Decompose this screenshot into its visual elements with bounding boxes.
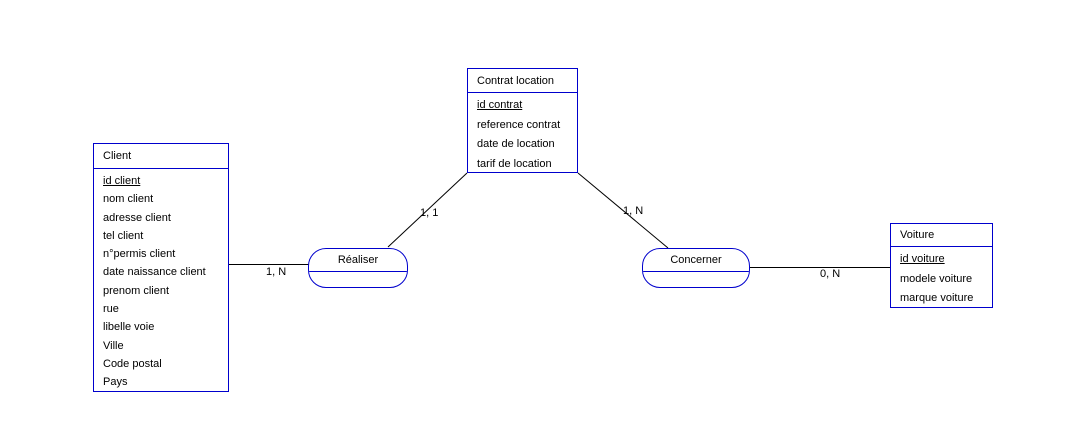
attribute-rue: rue [103, 303, 119, 316]
entity-voiture[interactable]: Voiture id voiture modele voiture marque… [890, 223, 993, 308]
attribute-libelle-voie: libelle voie [103, 321, 155, 334]
attribute-marque-voiture: marque voiture [900, 292, 974, 304]
cardinality-concerner-voiture: 0, N [820, 268, 841, 280]
attribute-ville: Ville [103, 339, 124, 352]
entity-voiture-title: Voiture [891, 224, 992, 247]
attribute-prenom-client: prenom client [103, 284, 170, 297]
attribute-adresse-client: adresse client [103, 211, 171, 224]
line-realiser-contrat [387, 172, 468, 248]
entity-client-attributes: id client nom client adresse client tel … [94, 169, 228, 392]
line-contrat-concerner [577, 172, 669, 249]
relation-realiser[interactable]: Réaliser [308, 248, 408, 288]
attribute-id-voiture: id voiture [900, 253, 945, 265]
attribute-pays: Pays [103, 376, 128, 389]
entity-contrat-location[interactable]: Contrat location id contrat reference co… [467, 68, 578, 173]
attribute-date-naissance-client: date naissance client [103, 266, 206, 279]
attribute-tel-client: tel client [103, 229, 144, 242]
relation-concerner-label: Concerner [643, 249, 749, 272]
cardinality-realiser-contrat: 1, 1 [420, 207, 439, 219]
entity-client-title: Client [94, 144, 228, 169]
entity-contrat-location-title: Contrat location [468, 69, 577, 93]
attribute-id-contrat: id contrat [477, 99, 523, 111]
attribute-reference-contrat: reference contrat [477, 118, 561, 131]
attribute-date-de-location: date de location [477, 138, 555, 150]
entity-voiture-attributes: id voiture modele voiture marque voiture [891, 247, 992, 309]
cardinality-contrat-concerner: 1, N [623, 205, 644, 217]
attribute-permis-client: n°permis client [103, 248, 176, 261]
relation-realiser-label: Réaliser [309, 249, 407, 272]
attribute-tarif-de-location: tarif de location [477, 157, 552, 170]
attribute-nom-client: nom client [103, 193, 154, 206]
entity-contrat-location-attributes: id contrat reference contrat date de loc… [468, 93, 577, 174]
entity-client[interactable]: Client id client nom client adresse clie… [93, 143, 229, 392]
attribute-id-client: id client [103, 175, 141, 187]
attribute-modele-voiture: modele voiture [900, 272, 973, 285]
relation-concerner[interactable]: Concerner [642, 248, 750, 288]
cardinality-client-realiser: 1, N [266, 266, 287, 278]
attribute-code-postal: Code postal [103, 357, 162, 370]
